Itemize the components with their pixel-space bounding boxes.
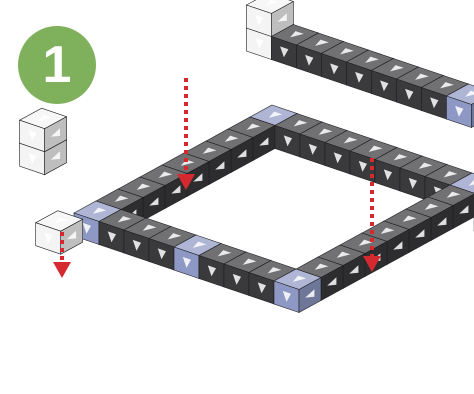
post-cube-left-bottom [36,211,83,255]
down-arrow-icon [53,262,71,278]
